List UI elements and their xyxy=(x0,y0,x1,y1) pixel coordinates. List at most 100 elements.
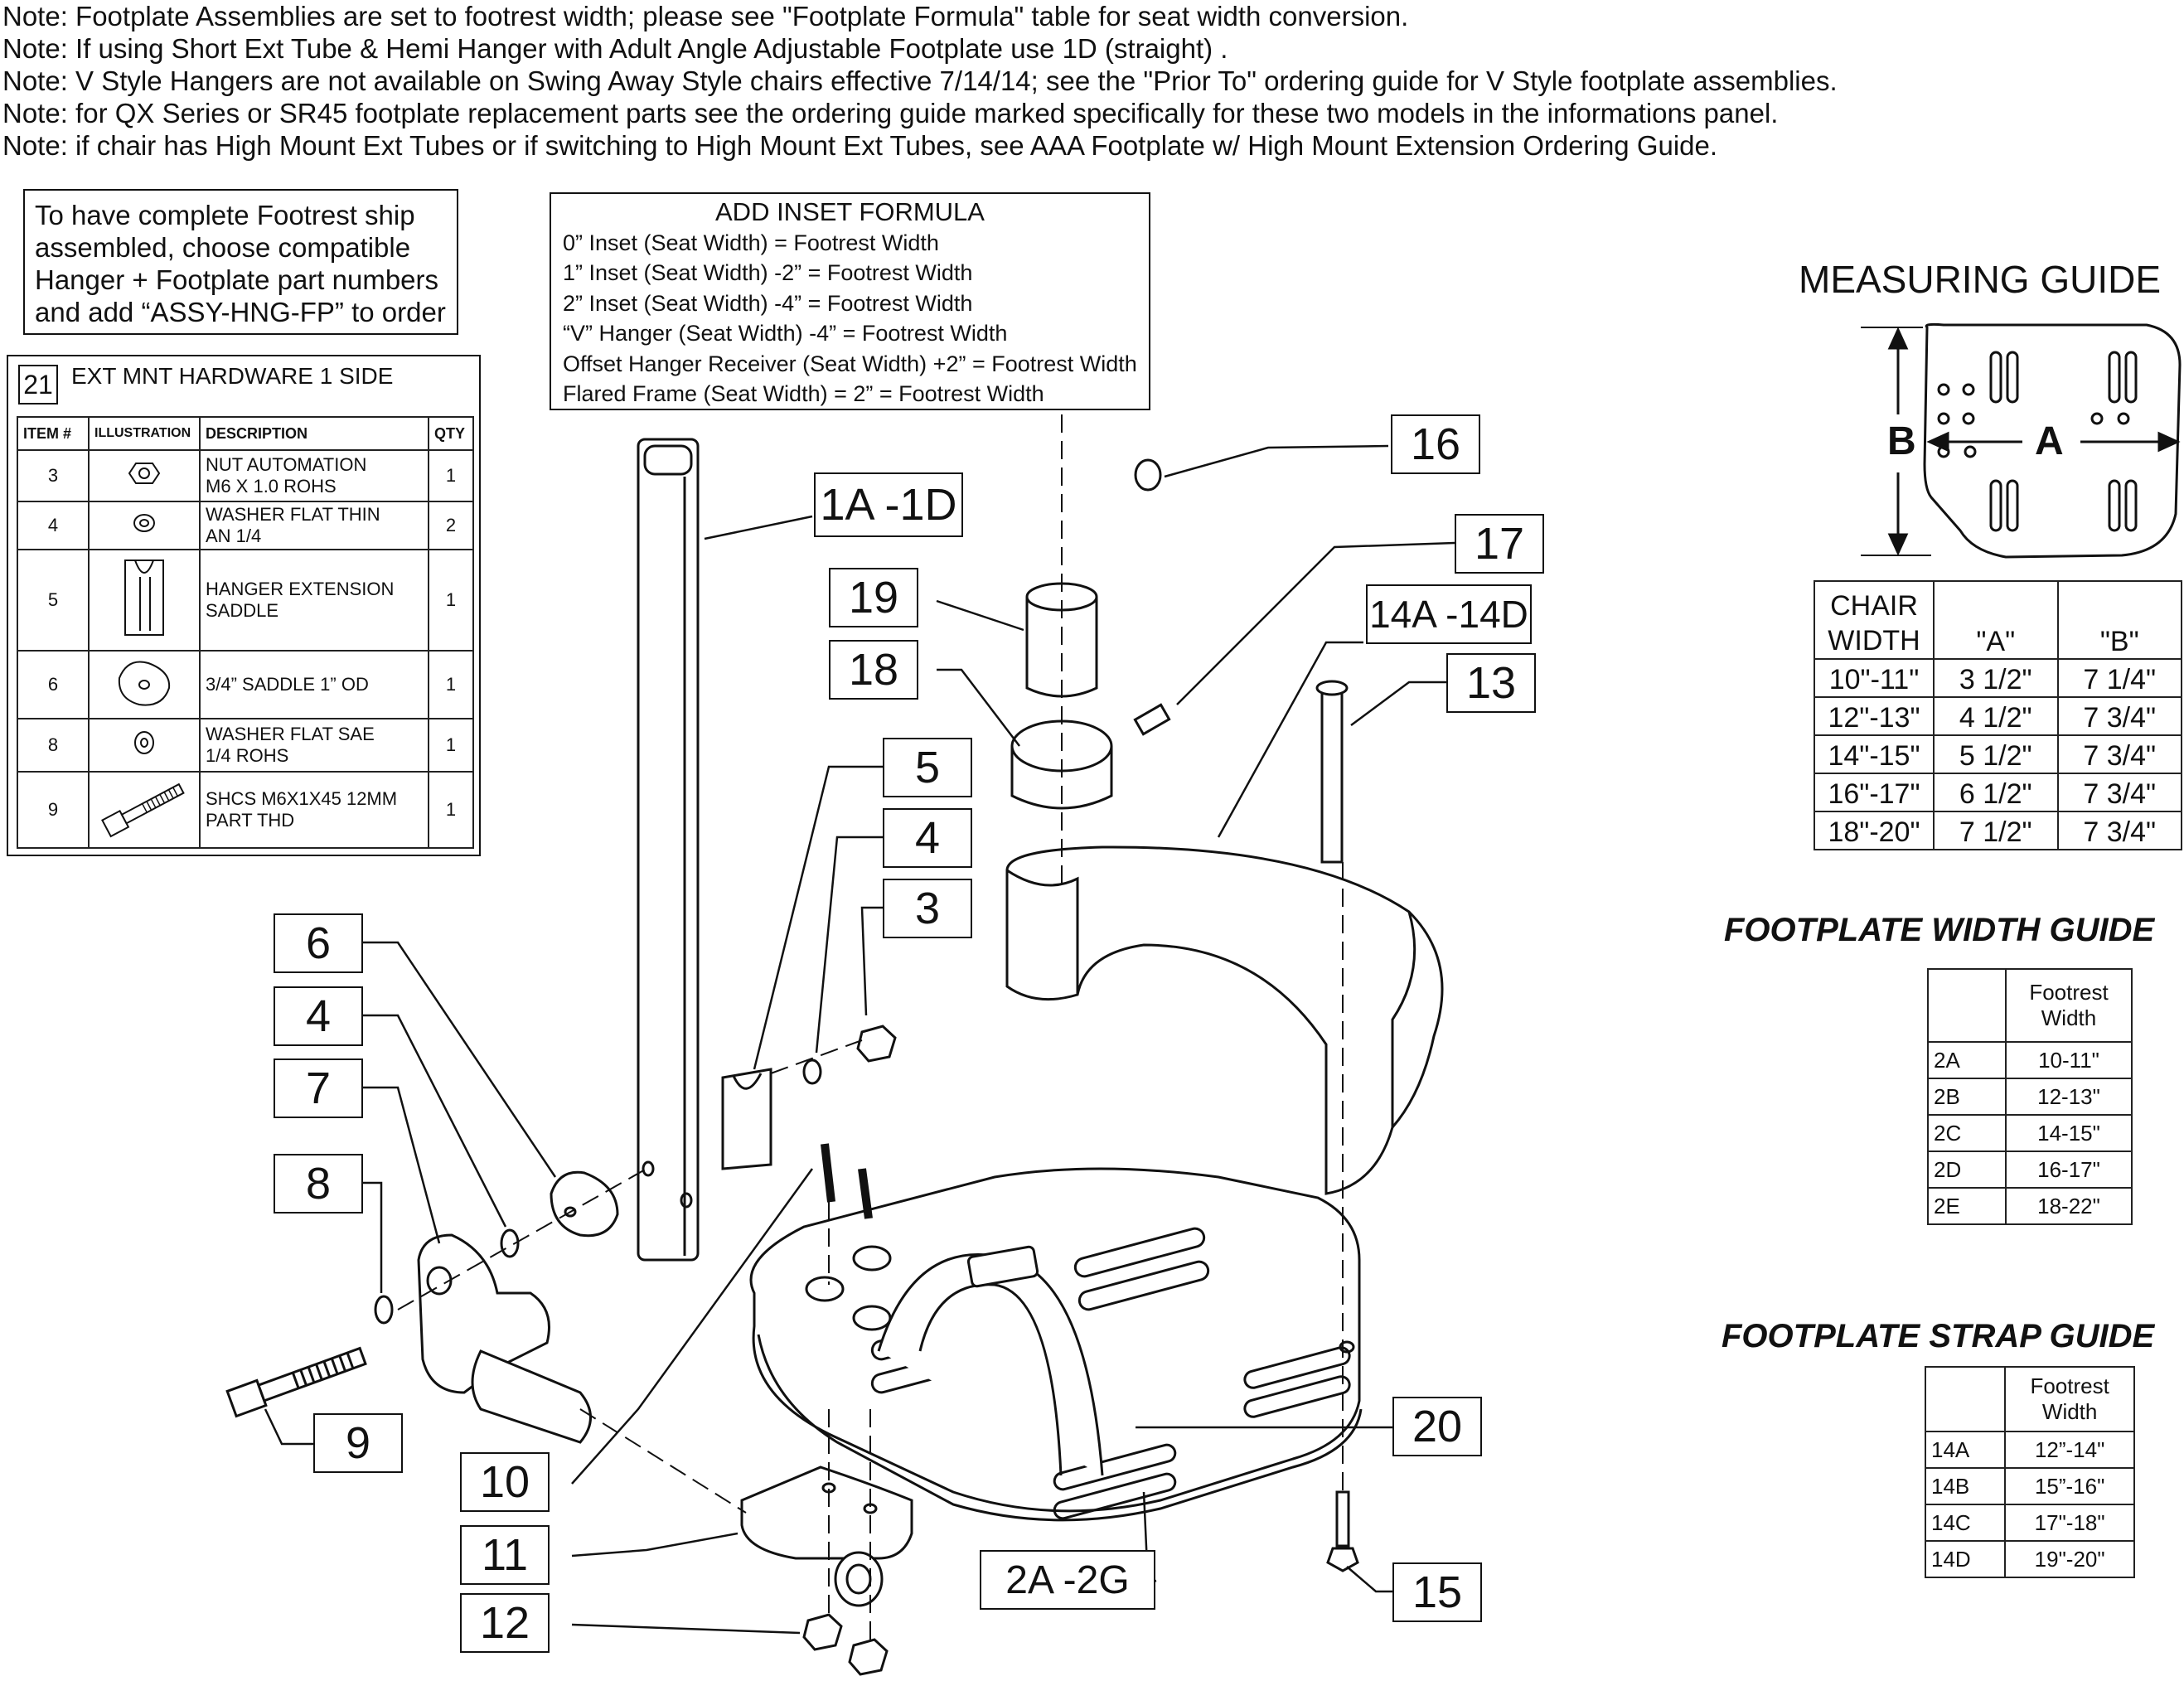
measuring-guide-title: MEASURING GUIDE xyxy=(1799,258,2162,301)
callout-8: 8 xyxy=(274,1154,363,1214)
washer-part xyxy=(374,1295,394,1325)
column-header xyxy=(1927,968,2007,1043)
item-cell: 4 xyxy=(17,501,90,550)
table-cell: 14D xyxy=(1924,1540,2007,1578)
callout-5: 5 xyxy=(883,738,972,797)
inset-formula-title: ADD INSET FORMULA xyxy=(715,197,985,226)
toe-strap xyxy=(877,1245,1104,1476)
leader-lines xyxy=(264,444,1455,1635)
callout-4-upper: 4 xyxy=(883,808,972,868)
formula-line: 2” Inset (Seat Width) -4” = Footrest Wid… xyxy=(563,290,973,316)
calf-strap xyxy=(1005,845,1444,1195)
table-cell: 14-15" xyxy=(2005,1114,2133,1152)
table-cell: 7 3/4" xyxy=(2056,696,2182,736)
column-header: Footrest Width xyxy=(2005,968,2133,1043)
item-cell: 5 xyxy=(17,549,90,652)
callout-13: 13 xyxy=(1446,653,1536,713)
item-cell: 6 xyxy=(17,650,90,719)
description-line: M6 X 1.0 ROHS xyxy=(206,476,337,497)
table-cell: 12”-14" xyxy=(2004,1431,2135,1469)
footplate-clamp xyxy=(740,1465,913,1607)
item-cell: 8 xyxy=(17,718,90,773)
callout-14a-14d: 14A -14D xyxy=(1366,584,1532,644)
washer-icon xyxy=(88,718,201,773)
note-line: Note: if chair has High Mount Ext Tubes … xyxy=(2,130,1718,161)
qty-cell: 1 xyxy=(428,449,474,502)
formula-line: 0” Inset (Seat Width) = Footrest Width xyxy=(563,230,939,255)
column-header: DESCRIPTION xyxy=(199,416,429,451)
table-row: 18"-20"7 1/2"7 3/4" xyxy=(1814,811,2182,850)
callout-3: 3 xyxy=(883,879,972,938)
notes-block: Note: Footplate Assemblies are set to fo… xyxy=(2,0,1838,162)
qty-cell: 2 xyxy=(428,501,474,550)
formula-line: Offset Hanger Receiver (Seat Width) +2” … xyxy=(563,351,1137,376)
saddle-clip-part xyxy=(721,1068,772,1170)
table-cell: 4 1/2" xyxy=(1933,696,2059,736)
callout-17: 17 xyxy=(1455,514,1544,574)
description-line: WASHER FLAT SAE xyxy=(206,724,375,744)
table-header-row: Footrest Width xyxy=(1924,1366,2135,1432)
table-header-row: CHAIR WIDTH "A" "B" xyxy=(1814,580,2182,660)
callout-4-lower: 4 xyxy=(274,986,363,1046)
table-cell: 7 1/4" xyxy=(2056,658,2182,698)
table-cell: 18-22" xyxy=(2005,1187,2133,1225)
callout-15: 15 xyxy=(1392,1562,1482,1622)
nut-part xyxy=(802,1613,843,1651)
nut-icon xyxy=(88,449,201,502)
description-cell: 3/4” SADDLE 1” OD xyxy=(199,650,429,719)
saddle-icon xyxy=(88,650,201,719)
column-header: CHAIR WIDTH xyxy=(1814,580,1935,660)
description-line: HANGER EXTENSION xyxy=(206,579,395,599)
callout-11: 11 xyxy=(460,1525,550,1585)
hardware-title: EXT MNT HARDWARE 1 SIDE xyxy=(71,363,394,389)
hardware-table: ITEM # ILLUSTRATION DESCRIPTION QTY 3 NU… xyxy=(17,416,474,849)
qty-cell: 1 xyxy=(428,650,474,719)
saddle-hole xyxy=(564,1206,577,1218)
formula-line: “V” Hanger (Seat Width) -4” = Footrest W… xyxy=(563,321,1008,346)
qty-cell: 1 xyxy=(428,549,474,652)
assembly-note-line: assembled, choose compatible xyxy=(35,232,411,263)
inset-formula-box: ADD INSET FORMULA 0” Inset (Seat Width) … xyxy=(550,192,1150,410)
table-cell: 10"-11" xyxy=(1814,658,1935,698)
description-line: PART THD xyxy=(206,810,295,831)
column-header: ILLUSTRATION xyxy=(88,416,201,451)
table-cell: 17"-18" xyxy=(2004,1504,2135,1542)
callout-16: 16 xyxy=(1391,414,1480,474)
washer-part xyxy=(802,1058,822,1085)
bolt-icon xyxy=(88,771,201,849)
description-line: NUT AUTOMATION xyxy=(206,454,367,475)
formula-line: 1” Inset (Seat Width) -2” = Footrest Wid… xyxy=(563,260,973,285)
column-header: "A" xyxy=(1933,580,2059,660)
note-line: Note: for QX Series or SR45 footplate re… xyxy=(2,98,1779,128)
table-cell: 15”-16" xyxy=(2004,1467,2135,1505)
table-cell: 2D xyxy=(1927,1151,2007,1189)
table-row: 10"-11"3 1/2"7 1/4" xyxy=(1814,658,2182,698)
qty-cell: 1 xyxy=(428,771,474,849)
table-cell: 2C xyxy=(1927,1114,2007,1152)
note-line: Note: V Style Hangers are not available … xyxy=(2,65,1838,96)
table-cell: 7 3/4" xyxy=(2056,734,2182,774)
callout-7: 7 xyxy=(274,1058,363,1118)
measuring-guide-table: CHAIR WIDTH "A" "B" 10"-11"3 1/2"7 1/4" … xyxy=(1814,580,2182,850)
table-cell: 14B xyxy=(1924,1467,2007,1505)
table-cell: 18"-20" xyxy=(1814,811,1935,850)
table-cell: 2E xyxy=(1927,1187,2007,1225)
assembly-note-line: and add “ASSY-HNG-FP” to order xyxy=(35,297,446,327)
washer-part xyxy=(500,1228,520,1258)
hanger-bracket xyxy=(417,1233,592,1444)
note-line: Note: If using Short Ext Tube & Hemi Han… xyxy=(2,33,1228,64)
assembly-lines xyxy=(397,414,1344,1645)
description-line: 3/4” SADDLE 1” OD xyxy=(206,674,369,695)
